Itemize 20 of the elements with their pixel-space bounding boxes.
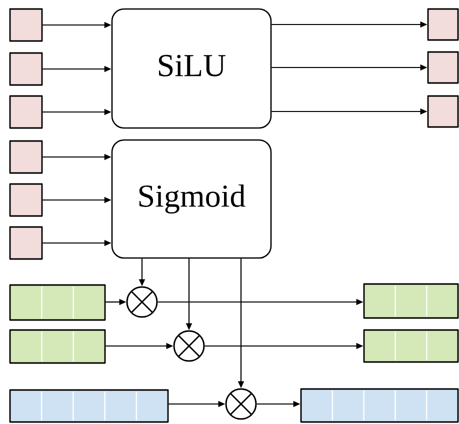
element-box	[9, 140, 43, 174]
element-box	[427, 51, 459, 84]
element-box	[9, 8, 43, 42]
vector-bar	[363, 329, 459, 363]
multiply-symbol	[225, 388, 257, 420]
vector-bar	[300, 388, 459, 423]
vector-bar	[9, 389, 169, 423]
element-box	[427, 95, 459, 128]
function-box: SiLU	[111, 8, 272, 129]
element-box	[427, 8, 459, 41]
multiply-symbol	[126, 286, 158, 318]
vector-bar	[9, 329, 106, 364]
element-box	[9, 52, 43, 86]
function-box: Sigmoid	[111, 139, 272, 259]
vector-bar	[363, 283, 459, 319]
element-box	[9, 226, 43, 260]
element-box	[9, 183, 43, 217]
vector-bar	[9, 284, 106, 321]
multiply-symbol	[173, 330, 205, 362]
element-box	[9, 95, 43, 129]
